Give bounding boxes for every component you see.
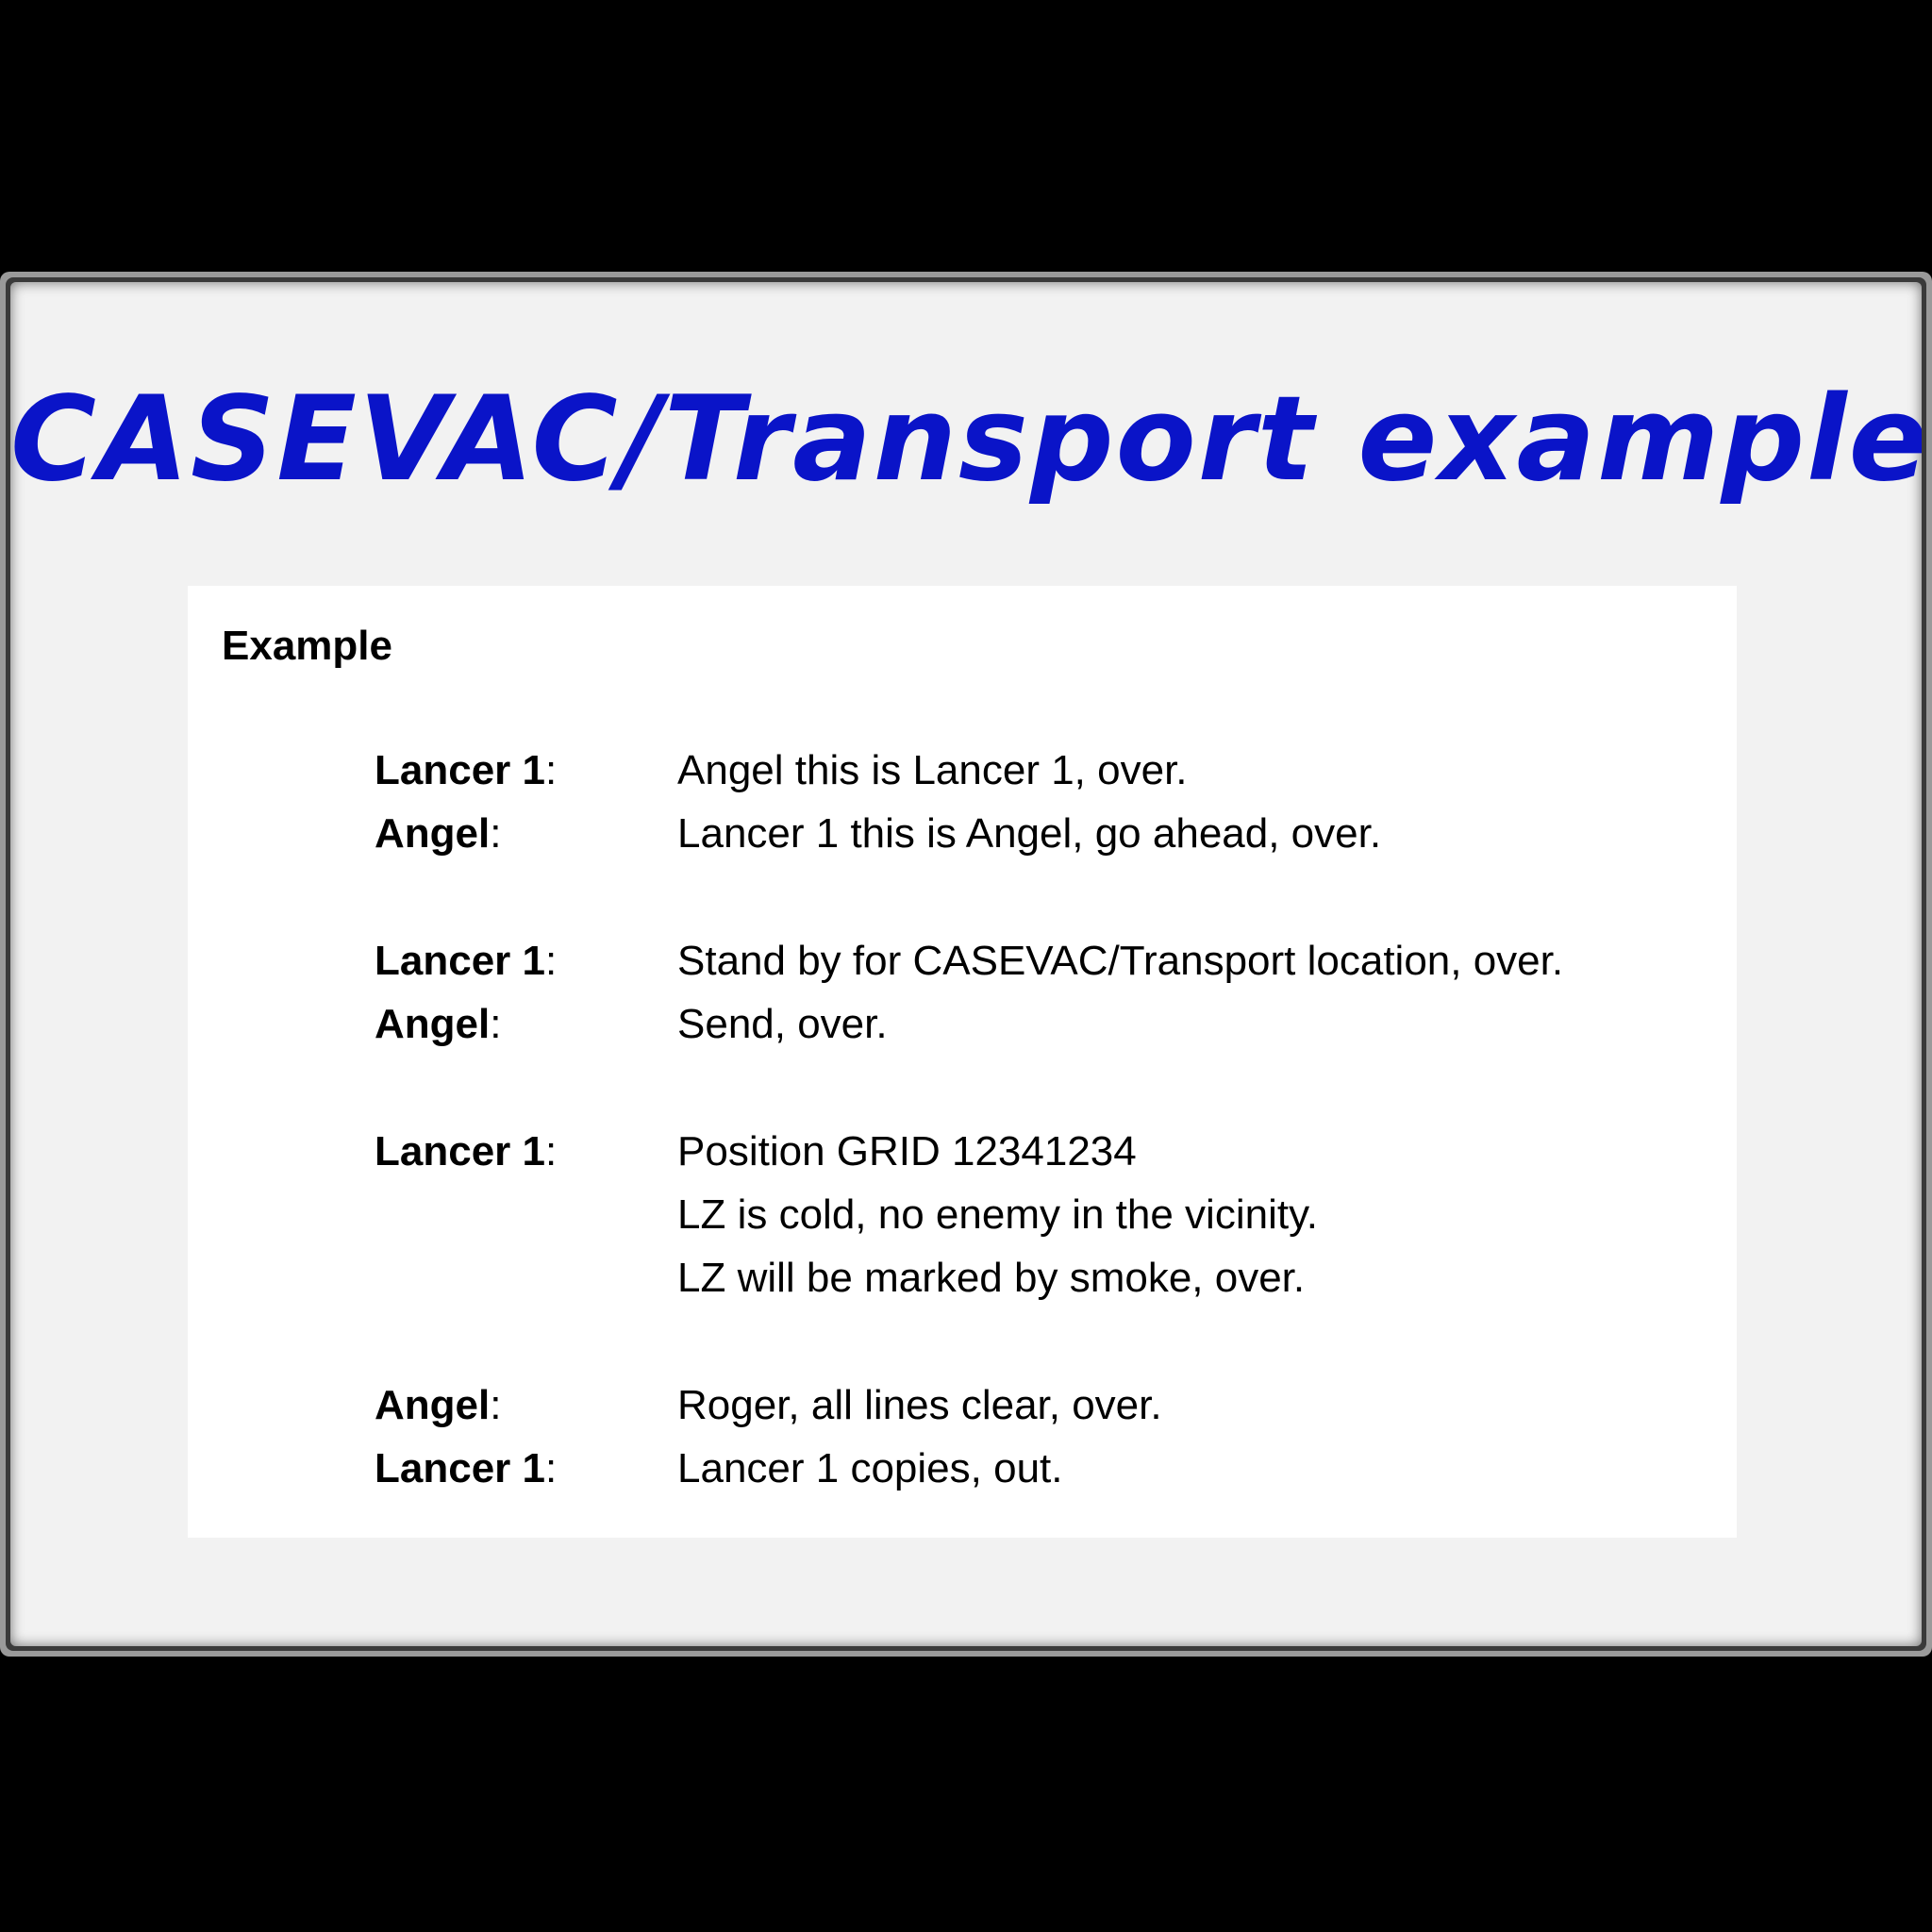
message: Lancer 1 this is Angel, go ahead, over. — [677, 802, 1381, 865]
message-line: LZ will be marked by smoke, over. — [677, 1255, 1306, 1301]
speaker-name: Lancer 1 — [375, 1445, 545, 1491]
message: Position GRID 12341234 LZ is cold, no en… — [677, 1120, 1318, 1309]
speaker-colon: : — [544, 1128, 558, 1174]
message-line: Lancer 1 copies, out. — [677, 1445, 1063, 1491]
speaker-colon: : — [544, 1445, 558, 1491]
message-line: Send, over. — [677, 1001, 888, 1047]
speaker-name: Lancer 1 — [375, 747, 545, 793]
document-heading: Example — [222, 623, 392, 669]
speaker-name: Angel — [375, 1382, 491, 1428]
slide-frame: CASEVAC/Transport example Example Lancer… — [0, 272, 1932, 1657]
speaker: Lancer 1: — [375, 739, 677, 802]
speaker-colon: : — [490, 1001, 502, 1047]
speaker-colon: : — [544, 938, 558, 984]
speaker-colon: : — [490, 810, 502, 857]
speaker-name: Lancer 1 — [375, 1128, 545, 1174]
dialogue-line: Lancer 1: Stand by for CASEVAC/Transport… — [375, 929, 1703, 992]
message: Send, over. — [677, 992, 888, 1056]
message-line: Roger, all lines clear, over. — [677, 1382, 1162, 1428]
dialogue-line: Lancer 1: Lancer 1 copies, out. — [375, 1437, 1703, 1500]
speaker-name: Angel — [375, 810, 491, 857]
slide: CASEVAC/Transport example Example Lancer… — [10, 282, 1922, 1646]
dialogue-line: Angel: Lancer 1 this is Angel, go ahead,… — [375, 802, 1703, 865]
document-panel: Example Lancer 1: Angel this is Lancer 1… — [188, 586, 1737, 1538]
speaker: Angel: — [375, 802, 677, 865]
message: Stand by for CASEVAC/Transport location,… — [677, 929, 1563, 992]
message: Angel this is Lancer 1, over. — [677, 739, 1188, 802]
message-line: Lancer 1 this is Angel, go ahead, over. — [677, 810, 1382, 857]
speaker: Lancer 1: — [375, 1437, 677, 1500]
slide-title: CASEVAC/Transport example — [10, 372, 1922, 508]
speaker: Angel: — [375, 992, 677, 1056]
speaker-colon: : — [490, 1382, 502, 1428]
message-line: Position GRID 12341234 — [677, 1128, 1137, 1174]
speaker-name: Lancer 1 — [375, 938, 545, 984]
dialogue-line: Lancer 1: Position GRID 12341234 LZ is c… — [375, 1120, 1703, 1309]
message-line: Angel this is Lancer 1, over. — [677, 747, 1188, 793]
message-line: LZ is cold, no enemy in the vicinity. — [677, 1191, 1319, 1238]
slide-frame-inner: CASEVAC/Transport example Example Lancer… — [6, 277, 1926, 1651]
dialogue-line: Angel: Roger, all lines clear, over. — [375, 1374, 1703, 1437]
message-line: Stand by for CASEVAC/Transport location,… — [677, 938, 1564, 984]
exchange: Lancer 1: Angel this is Lancer 1, over. … — [375, 739, 1703, 865]
exchange: Angel: Roger, all lines clear, over. Lan… — [375, 1374, 1703, 1500]
speaker: Lancer 1: — [375, 929, 677, 992]
dialogue-line: Lancer 1: Angel this is Lancer 1, over. — [375, 739, 1703, 802]
speaker-colon: : — [544, 747, 558, 793]
speaker-name: Angel — [375, 1001, 491, 1047]
dialogue-line: Angel: Send, over. — [375, 992, 1703, 1056]
speaker: Lancer 1: — [375, 1120, 677, 1309]
message: Lancer 1 copies, out. — [677, 1437, 1062, 1500]
speaker: Angel: — [375, 1374, 677, 1437]
message: Roger, all lines clear, over. — [677, 1374, 1162, 1437]
exchange: Lancer 1: Position GRID 12341234 LZ is c… — [375, 1120, 1703, 1309]
exchange: Lancer 1: Stand by for CASEVAC/Transport… — [375, 929, 1703, 1056]
